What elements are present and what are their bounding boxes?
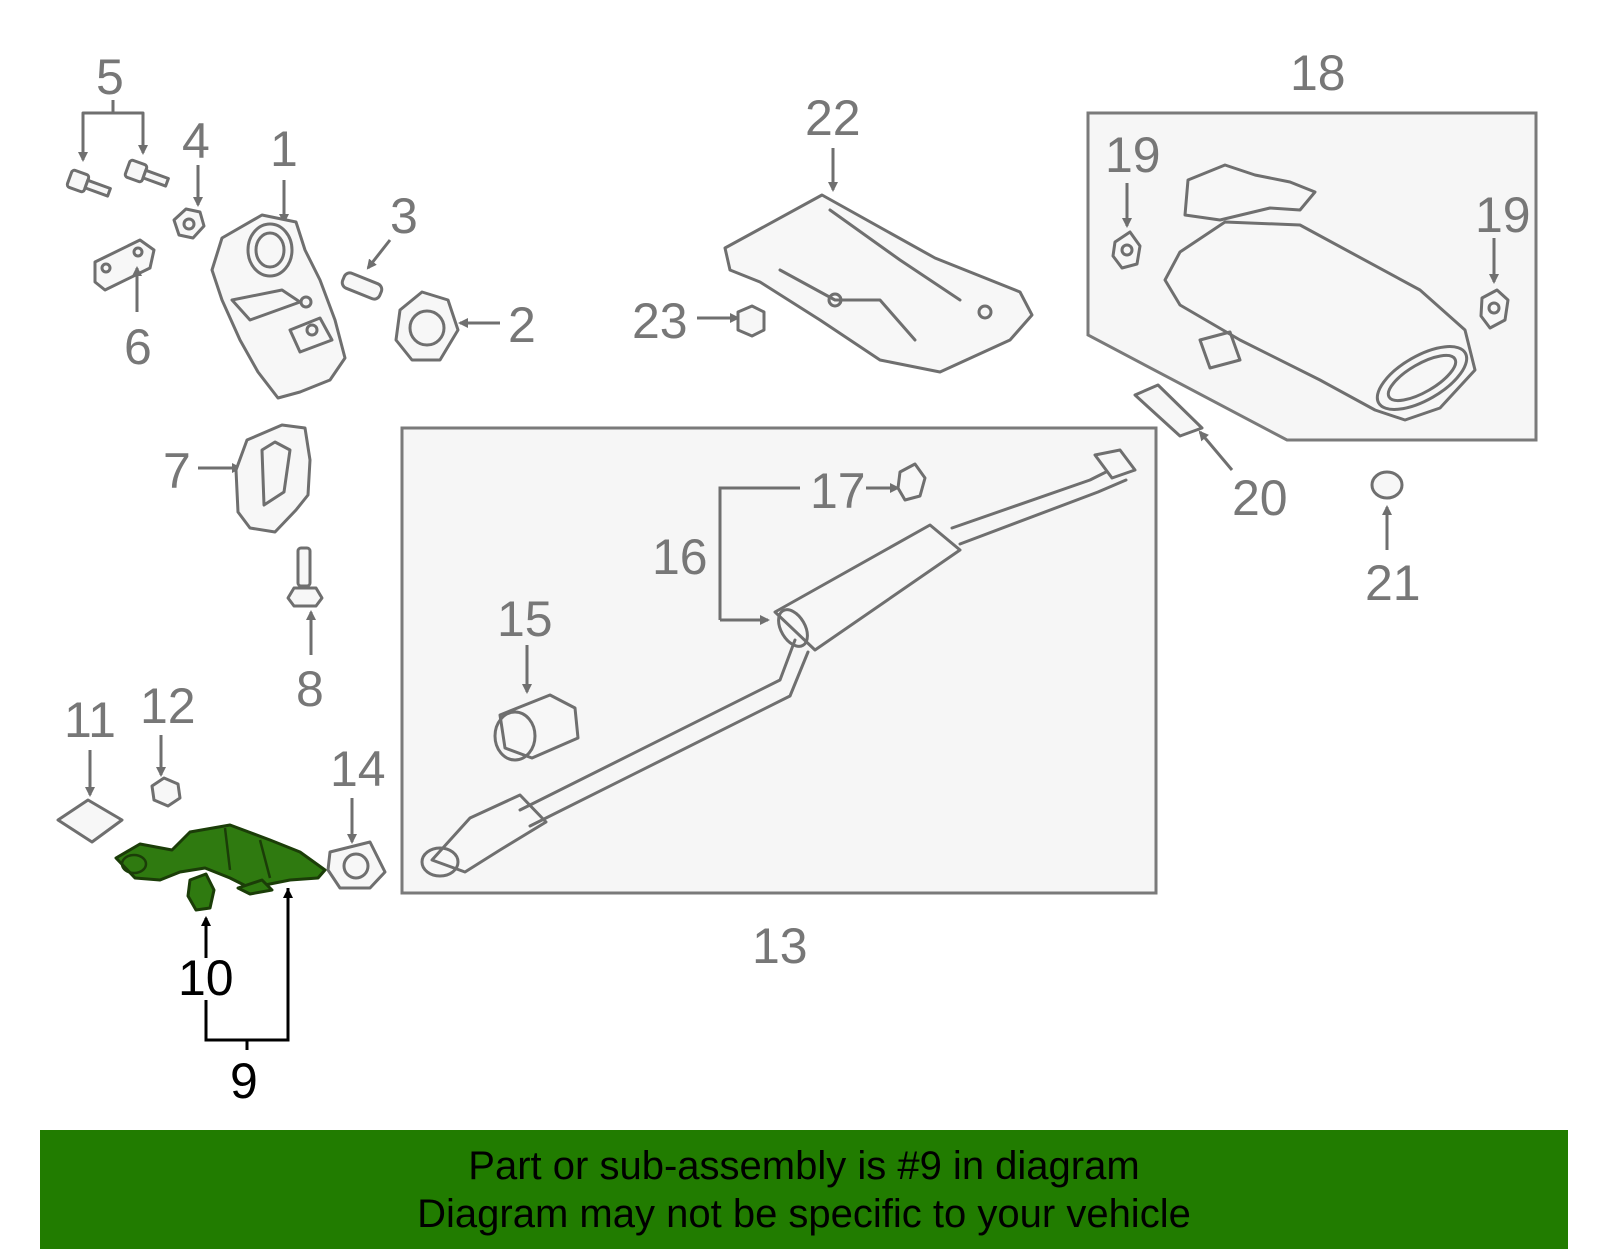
callout-21: 21 [1365,555,1421,611]
part-9-leader [204,888,293,1050]
callout-2: 2 [508,297,536,353]
part-21-cap [1370,470,1404,550]
callout-18: 18 [1290,45,1346,101]
callout-11: 11 [64,692,116,748]
part-16-resonator-leader [718,486,800,625]
part-8-stud-bolt [286,546,324,655]
part-notice-banner: Part or sub-assembly is #9 in diagram Di… [40,1130,1568,1249]
callout-16: 16 [652,529,708,585]
callout-23: 23 [632,293,688,349]
part-5-bolts [65,100,170,198]
part-13-center-pipe [420,448,1137,878]
banner-line-2: Diagram may not be specific to your vehi… [417,1192,1191,1236]
part-23-nut [697,304,766,338]
part-18-rear-muffler-assembly [1163,163,1477,422]
callout-20: 20 [1232,470,1288,526]
callout-19-left: 19 [1105,127,1161,183]
callout-19-right: 19 [1475,187,1531,243]
callout-10: 10 [178,950,234,1006]
part-7-heat-shield [198,423,312,534]
callout-8: 8 [296,661,324,717]
callout-13: 13 [752,918,808,974]
part-19-hanger-right [1479,238,1510,330]
callout-14: 14 [330,741,386,797]
part-12-nut [150,735,182,808]
callout-4: 4 [182,113,210,169]
part-4-nut [172,165,206,240]
callout-22: 22 [805,90,861,146]
callout-5: 5 [96,49,124,105]
callout-15: 15 [497,591,553,647]
callout-6: 6 [124,319,152,375]
part-2-gasket [394,290,500,362]
callout-7: 7 [163,443,191,499]
callout-17: 17 [810,463,866,519]
part-14-gasket [326,798,387,890]
callout-9: 9 [230,1053,258,1109]
part-17-hanger [866,462,927,502]
part-1-catalytic-converter [210,180,347,400]
part-15-clamp [493,645,580,762]
callout-1: 1 [270,121,298,177]
part-19-hanger-left [1111,183,1142,270]
part-3-stud [340,239,392,301]
part-6-bracket [93,238,156,312]
part-20-gasket [1133,383,1234,471]
part-22-floor-heat-shield [723,148,1034,374]
part-9-front-pipe-highlighted [114,823,327,912]
part-11-gasket [56,750,124,844]
callout-3: 3 [390,188,418,244]
banner-line-1: Part or sub-assembly is #9 in diagram [468,1144,1140,1188]
callout-12: 12 [140,678,196,734]
